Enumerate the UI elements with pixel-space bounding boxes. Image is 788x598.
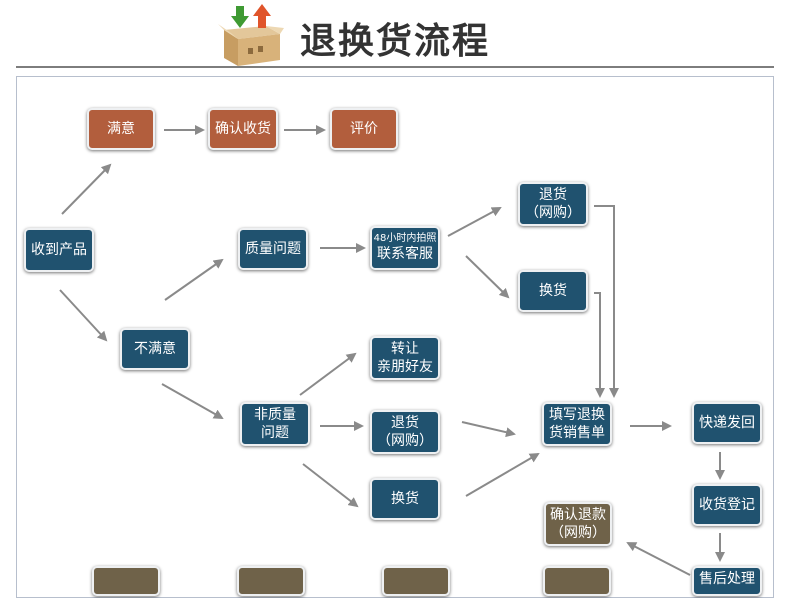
node-return-online-a: 退货 （网购）: [518, 182, 588, 226]
node-label: 满意: [107, 121, 135, 137]
node-label: 换货: [539, 283, 567, 299]
node-non-quality-issue: 非质量 问题: [240, 402, 310, 446]
node-receive-product: 收到产品: [24, 228, 94, 272]
arrow-return-a-fill: [594, 205, 619, 398]
node-label-bottom: （网购）: [550, 525, 606, 541]
node-label: 确认收货: [215, 121, 271, 137]
node-confirm-refund: 确认退款 （网购）: [544, 502, 612, 546]
arrow-receive-unsatisfied: [59, 289, 108, 342]
node-olive-partial-2: [237, 566, 305, 596]
node-label-top: 填写退换: [549, 407, 605, 423]
arrow-aftersales-refund: [626, 542, 691, 576]
arrow-unsatisfied-nonquality: [161, 383, 224, 419]
flow-arrows: [59, 125, 725, 576]
node-express-return: 快递发回: [692, 402, 762, 444]
node-label-top: 退货: [391, 415, 419, 431]
node-label-top: 确认退款: [550, 507, 606, 523]
node-fill-sales-form: 填写退换 货销售单: [542, 402, 612, 446]
title-divider: [16, 66, 774, 68]
node-olive-partial-1: [92, 566, 160, 596]
arrow-return-fill: [461, 421, 516, 438]
node-receipt-register: 收货登记: [692, 484, 762, 526]
package-return-icon: [218, 4, 284, 66]
node-label: 质量问题: [245, 241, 301, 257]
node-contact-service: 48小时内拍照 联系客服: [370, 226, 440, 270]
arrow-receive-satisfied: [61, 163, 112, 215]
arrow-unsatisfied-quality: [164, 258, 224, 301]
node-label: 换货: [391, 491, 419, 507]
arrow-nonquality-exchange: [302, 463, 359, 508]
node-label-bottom: （网购）: [377, 433, 433, 449]
arrow-service-exchange: [465, 255, 510, 299]
node-olive-partial-4: [543, 566, 611, 596]
node-label-top: 退货: [539, 187, 567, 203]
node-label: 评价: [350, 121, 378, 137]
node-exchange-b: 换货: [370, 478, 440, 520]
header: 退换货流程: [0, 0, 788, 70]
node-return-online-b: 退货 （网购）: [370, 410, 440, 454]
node-label-bottom: 货销售单: [549, 425, 605, 441]
node-label: 快递发回: [699, 415, 755, 431]
node-satisfied: 满意: [87, 108, 155, 150]
node-olive-partial-3: [382, 566, 450, 596]
page-title: 退换货流程: [300, 21, 491, 62]
arrow-exchange-a-fill: [594, 292, 605, 398]
node-label-bottom: （网购）: [525, 205, 581, 221]
arrow-exchange-fill: [465, 452, 540, 497]
node-label-top: 转让: [391, 341, 419, 357]
node-review: 评价: [330, 108, 398, 150]
node-label: 不满意: [134, 341, 176, 357]
arrow-nonquality-transfer: [299, 352, 357, 396]
node-label: 收到产品: [31, 242, 87, 258]
node-confirm-receipt: 确认收货: [208, 108, 278, 150]
node-quality-issue: 质量问题: [238, 228, 308, 270]
node-label-bottom: 亲朋好友: [377, 359, 433, 375]
node-label-top: 非质量: [254, 407, 296, 423]
node-label: 售后处理: [699, 571, 755, 587]
node-after-sales: 售后处理: [692, 566, 762, 596]
node-label-bottom: 联系客服: [377, 246, 433, 262]
node-exchange-a: 换货: [518, 270, 588, 312]
node-unsatisfied: 不满意: [120, 328, 190, 370]
node-transfer-friends: 转让 亲朋好友: [370, 336, 440, 380]
node-label: 收货登记: [699, 497, 755, 513]
node-label-top: 48小时内拍照: [373, 233, 437, 244]
arrow-service-return: [447, 207, 502, 237]
node-label-bottom: 问题: [261, 425, 289, 441]
